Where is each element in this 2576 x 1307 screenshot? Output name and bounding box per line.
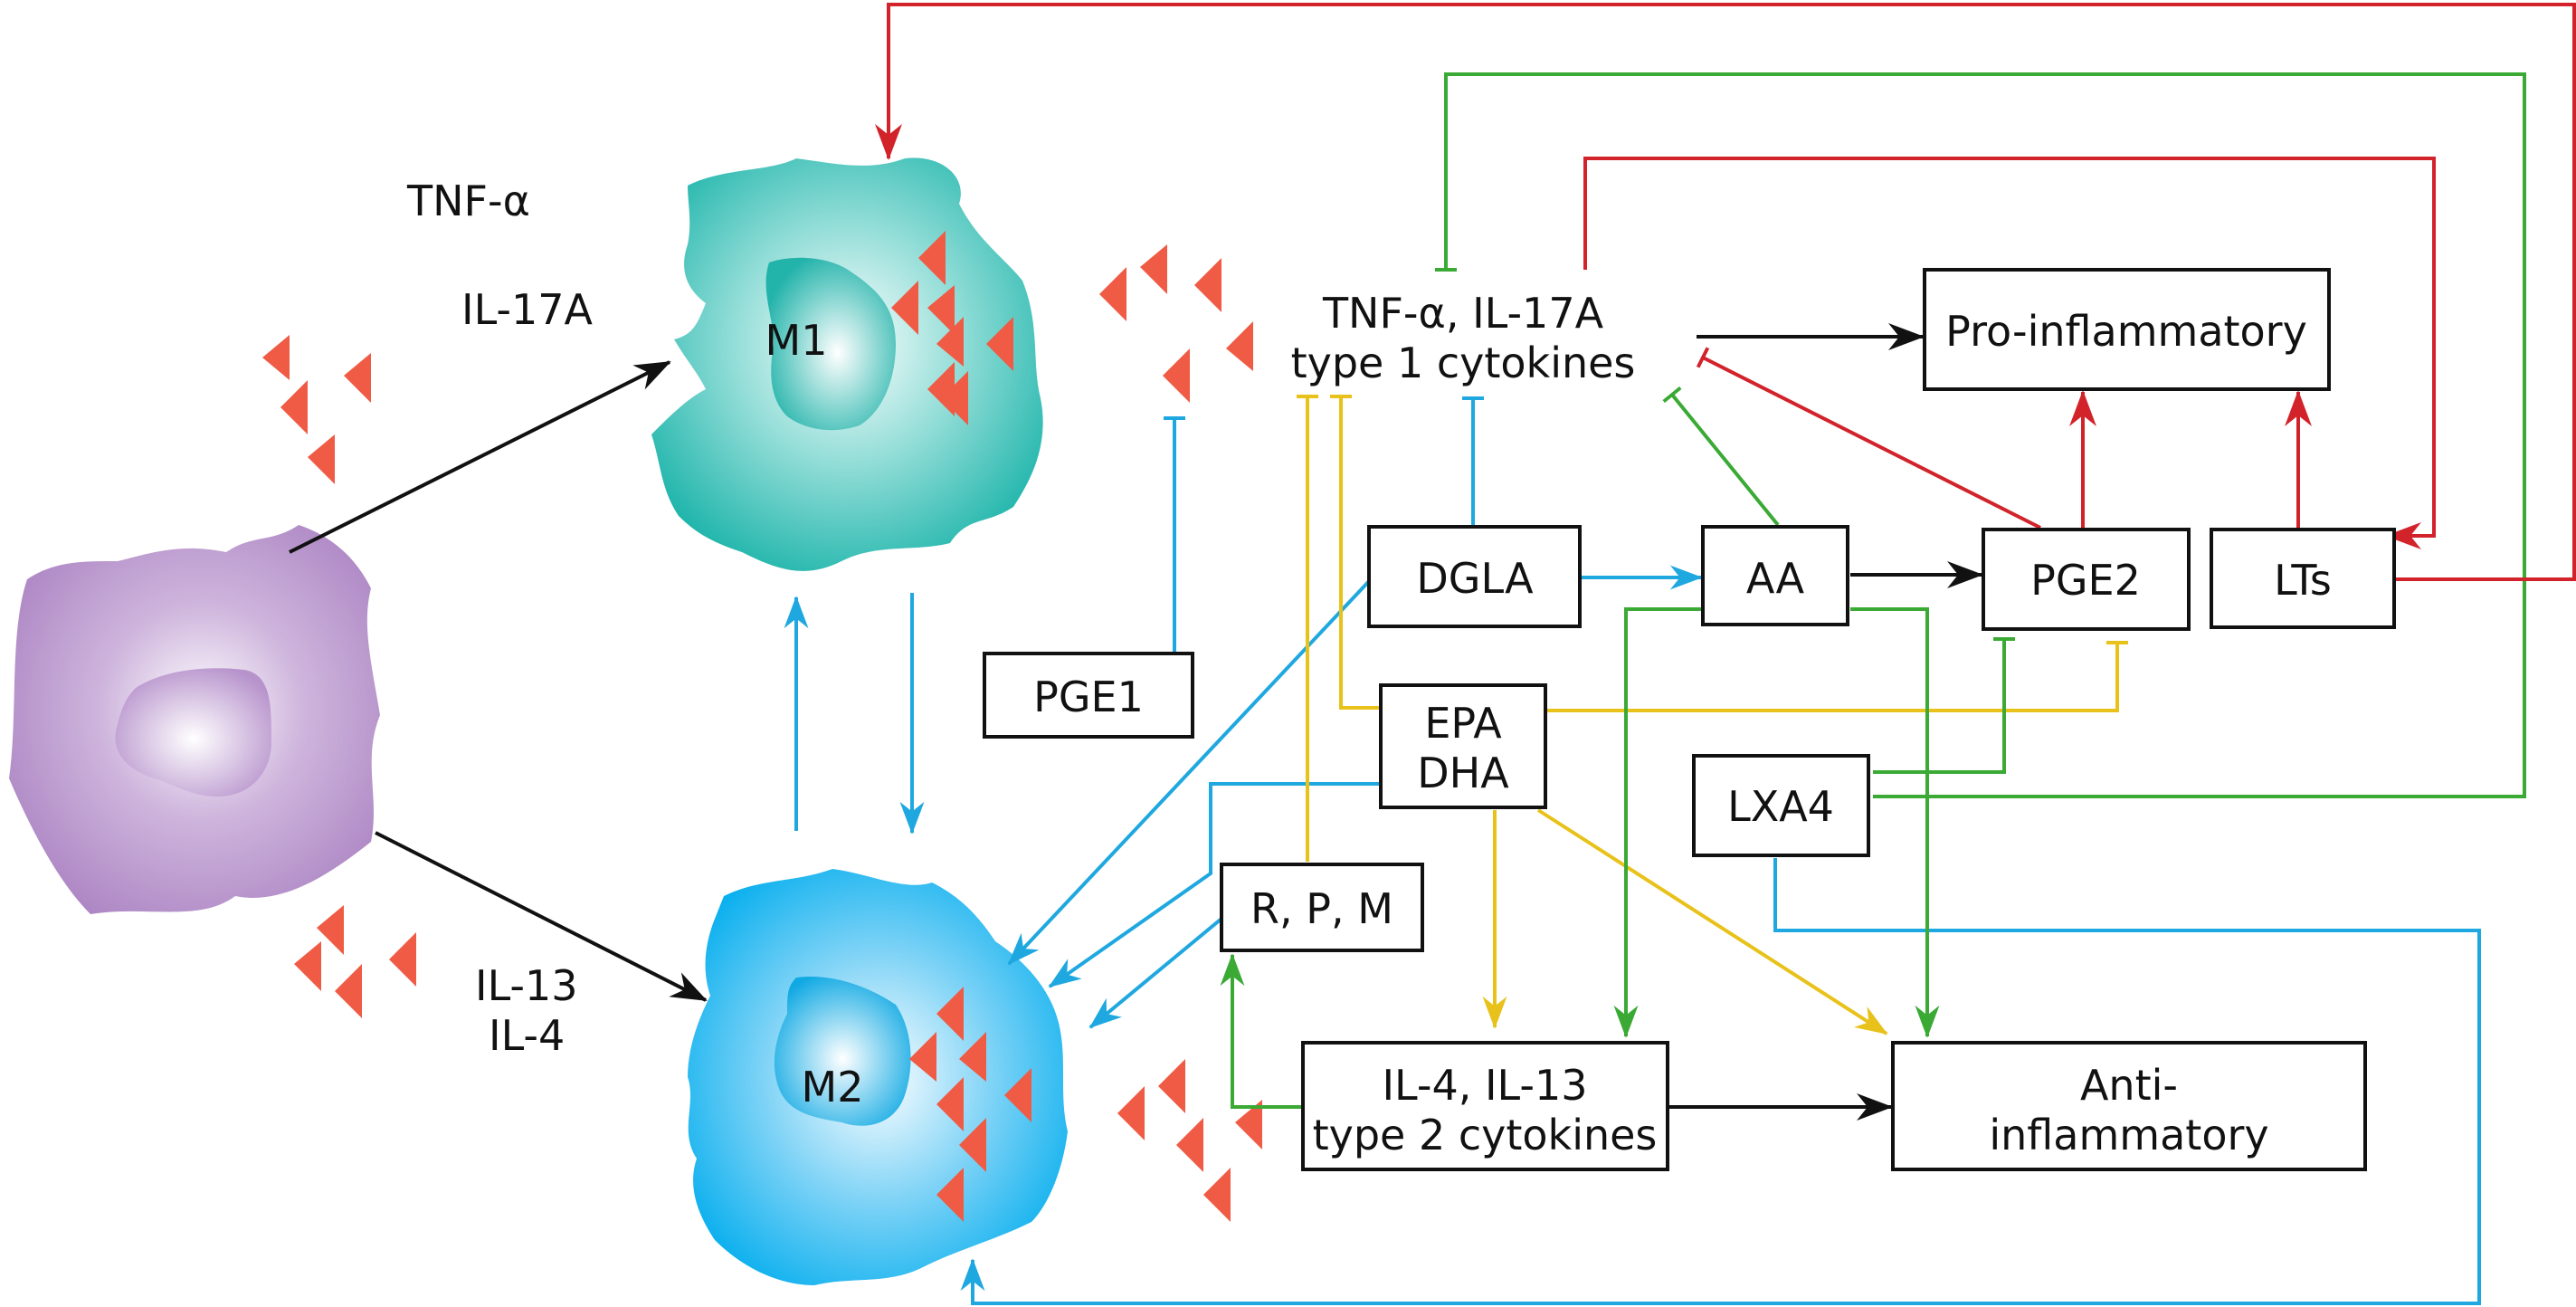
cytokine-triangle-icon [1163, 348, 1190, 403]
anti-inflammatory-line1: Anti- [2080, 1061, 2178, 1110]
m2-macrophage-cell: M2 [688, 869, 1068, 1285]
label-il-4: IL-4 [489, 1011, 565, 1060]
m1-macrophage-cell: M1 [651, 157, 1043, 571]
node-epa-dha: EPA DHA [1379, 683, 1547, 809]
cytokine-triangles [262, 231, 1262, 1222]
cytokine-triangle-icon [1099, 267, 1126, 321]
cytokine-triangle-icon [308, 434, 335, 484]
pge2-label: PGE2 [2030, 556, 2141, 605]
cytokine-triangle-icon [936, 317, 964, 367]
anti-inflammatory-line2: inflammatory [1989, 1111, 2268, 1159]
cytokine-triangle-icon [294, 941, 321, 991]
arrow-monocyte-to-m1 [289, 360, 671, 554]
arrow-lxa4-to-m2 [960, 858, 2481, 1305]
cytokine-triangle-icon [936, 1168, 964, 1222]
type2-line1: IL-4, IL-13 [1382, 1061, 1587, 1110]
cytokine-triangle-icon [936, 987, 964, 1041]
inhibit-epa-to-pge2 [1547, 641, 2128, 712]
cytokine-triangle-icon [891, 281, 918, 335]
cytokine-triangle-icon [959, 1118, 986, 1172]
cytokine-triangle-icon [389, 932, 416, 987]
label-il-13: IL-13 [475, 961, 578, 1010]
node-type2-cytokines: IL-4, IL-13 type 2 cytokines [1301, 1041, 1669, 1171]
arrow-rpm-to-m2 [1088, 917, 1223, 1029]
node-pro-inflammatory: Pro-inflammatory [1923, 268, 2331, 391]
arrow-epa-to-anti [1536, 808, 1888, 1035]
cytokine-triangle-icon [909, 1032, 936, 1082]
lxa4-label: LXA4 [1727, 782, 1834, 831]
cytokine-triangle-icon [1158, 1059, 1185, 1113]
inhibit-pge2-to-type1 [1696, 347, 2041, 529]
arrow-type1-to-lts [1583, 157, 2436, 549]
cytokine-triangle-icon [1226, 321, 1253, 371]
aa-label: AA [1746, 554, 1805, 603]
pro-inflammatory-label: Pro-inflammatory [1945, 307, 2307, 356]
epa-label: EPA [1424, 699, 1502, 748]
node-lts: LTs [2210, 528, 2396, 629]
cytokine-triangle-icon [936, 1077, 964, 1131]
rpm-label: R, P, M [1250, 884, 1393, 933]
arrow-lts-to-m1 [875, 3, 2576, 581]
arrow-type2-to-rpm [1220, 953, 1305, 1109]
type1-line2: type 1 cytokines [1291, 339, 1636, 387]
cytokine-triangle-icon [344, 353, 371, 403]
monocyte-cell [9, 525, 380, 914]
connectors [289, 3, 2576, 1305]
arrow-epa-to-m2 [1048, 782, 1380, 988]
inhibit-lxa4-to-pge2 [1873, 637, 2015, 774]
m1-label: M1 [765, 316, 828, 365]
cytokine-triangle-icon [927, 285, 955, 335]
cytokine-triangle-icon [1117, 1086, 1145, 1140]
pge1-label: PGE1 [1033, 673, 1144, 721]
cytokine-triangle-icon [918, 231, 946, 285]
arrow-aa-to-anti [1850, 607, 1940, 1038]
inhibit-aa-to-type1 [1662, 386, 1780, 527]
cytokine-triangle-icon [1140, 244, 1167, 294]
arrow-dgla-to-m2 [1007, 577, 1373, 966]
node-type1-cytokines: TNF-α, IL-17A type 1 cytokines [1291, 289, 1636, 387]
node-pge2: PGE2 [1982, 528, 2191, 631]
arrow-monocyte-to-m2 [375, 831, 708, 1002]
cytokine-triangle-icon [335, 964, 362, 1018]
label-tnf-alpha: TNF-α [406, 176, 530, 225]
inhibit-lxa4-to-type1 [1435, 72, 2526, 798]
cytokine-triangle-icon [1004, 1068, 1031, 1122]
lts-label: LTs [2274, 556, 2332, 605]
cytokine-triangle-icon [280, 380, 308, 434]
type1-line1: TNF-α, IL-17A [1322, 289, 1604, 338]
node-pge1: PGE1 [983, 652, 1194, 739]
node-dgla: DGLA [1367, 525, 1582, 628]
node-aa: AA [1701, 525, 1849, 626]
cytokine-triangle-icon [959, 1032, 986, 1082]
cytokine-triangle-icon [262, 335, 290, 380]
cytokine-triangle-icon [986, 317, 1013, 371]
label-il-17a: IL-17A [461, 285, 594, 334]
cytokine-triangle-icon [1176, 1118, 1203, 1172]
m2-label: M2 [802, 1063, 864, 1111]
node-lxa4: LXA4 [1692, 754, 1870, 857]
node-rpm: R, P, M [1220, 863, 1424, 952]
dgla-label: DGLA [1416, 554, 1534, 603]
inhibit-epa-to-type1 [1330, 395, 1380, 710]
dha-label: DHA [1417, 749, 1509, 797]
type2-line2: type 2 cytokines [1313, 1111, 1658, 1159]
cytokine-triangle-icon [1194, 258, 1221, 312]
cytokine-triangle-icon [1203, 1168, 1231, 1222]
cytokine-triangle-icon [941, 371, 968, 425]
cytokine-triangle-icon [1235, 1100, 1262, 1150]
node-anti-inflammatory: Anti- inflammatory [1891, 1041, 2367, 1171]
cytokine-triangle-icon [317, 905, 344, 955]
